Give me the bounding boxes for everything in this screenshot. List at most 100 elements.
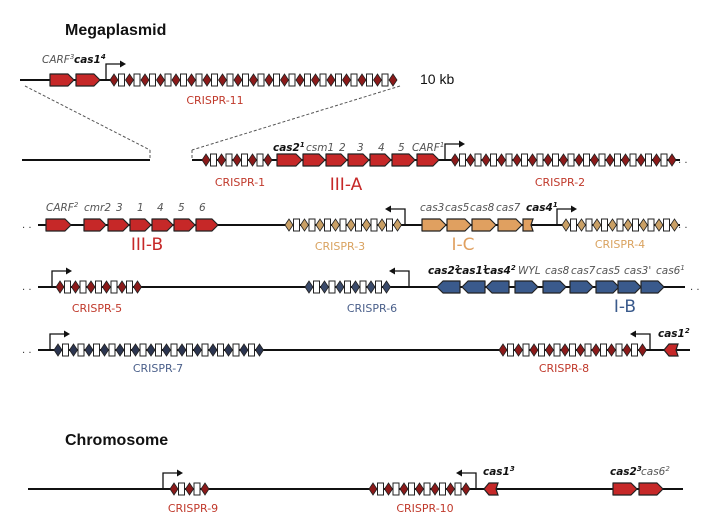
repeat-diamond (670, 218, 679, 232)
repeat-diamond (577, 218, 586, 232)
crispr-9-label: CRISPR-9 (168, 502, 218, 515)
spacer-box (600, 343, 607, 357)
gene-ib-0 (436, 280, 461, 294)
spacer-box (77, 343, 85, 357)
spacer-box (459, 153, 466, 167)
crispr-5-array (55, 280, 142, 294)
repeat-diamond (512, 153, 522, 167)
promoter-crispr-10 (460, 472, 477, 489)
spacer-box (585, 218, 593, 232)
spacer-box (288, 73, 296, 87)
spacer-box (454, 482, 462, 496)
spacer-box (386, 218, 393, 232)
repeat-diamond (263, 153, 273, 167)
spacer-box (313, 280, 320, 294)
gene-iiib-2 (107, 218, 130, 232)
gene-cas6-2 (638, 482, 664, 496)
spacer-box (133, 73, 141, 87)
promoter-arrowhead (389, 267, 395, 275)
repeat-diamond (497, 153, 506, 167)
spacer-box (79, 280, 87, 294)
repeat-diamond (131, 343, 140, 357)
repeat-diamond (100, 343, 109, 357)
repeat-diamond (331, 218, 340, 232)
spacer-box (126, 280, 133, 294)
gene-label-iiib-4: 4 (157, 202, 164, 214)
promoter-crispr-9 (162, 472, 179, 489)
spacer-box (629, 153, 637, 167)
gene-ib-4 (542, 280, 567, 294)
spacer-box (507, 343, 514, 357)
crispr-6-array (304, 280, 391, 294)
repeat-diamond (450, 153, 460, 167)
repeat-diamond (560, 343, 570, 357)
spacer-box (344, 280, 351, 294)
crispr-6-label: CRISPR-6 (347, 302, 397, 315)
spacer-box (663, 218, 670, 232)
repeat-diamond (193, 343, 202, 357)
spacer-box (598, 153, 606, 167)
repeat-diamond (561, 218, 571, 232)
repeat-diamond (55, 280, 65, 294)
gene-superscript: 1 (483, 264, 488, 272)
repeat-diamond (576, 343, 585, 357)
crispr-10-label: CRISPR-10 (396, 502, 453, 515)
repeat-diamond (622, 343, 632, 357)
gene-label-ib-6: cas5 (596, 265, 621, 277)
type-label-iii-a: III-A (330, 175, 363, 195)
spacer-box (570, 218, 577, 232)
spacer-box (615, 343, 623, 357)
gene-label-1: csm1 (306, 142, 334, 154)
promoter-arrowhead (456, 469, 462, 477)
row2-ellipsis-left: . . (22, 220, 32, 231)
gene-label-0: cas21 (273, 141, 305, 154)
crispr-3-array (284, 218, 402, 232)
repeat-diamond (638, 343, 647, 357)
gene-label-cas6-2: cas62 (641, 465, 670, 478)
crispr-7-array (53, 343, 264, 357)
promoter-arrowhead (177, 469, 183, 477)
spacer-box (553, 343, 561, 357)
spacer-box (392, 482, 400, 496)
spacer-box (178, 482, 185, 496)
type-label-i-c: I-C (451, 235, 474, 255)
repeat-diamond (86, 280, 96, 294)
repeat-diamond (607, 343, 616, 357)
spacer-box (95, 280, 102, 294)
repeat-diamond (514, 343, 523, 357)
spacer-box (522, 343, 530, 357)
repeat-diamond (335, 280, 345, 294)
repeat-diamond (481, 153, 491, 167)
repeat-diamond (357, 73, 367, 87)
repeat-diamond (461, 482, 471, 496)
crispr-8-array (498, 343, 647, 357)
repeat-diamond (102, 280, 111, 294)
spacer-box (118, 73, 125, 87)
gene-5 (391, 153, 416, 167)
spacer-box (241, 153, 248, 167)
spacer-box (616, 218, 624, 232)
repeat-diamond (71, 280, 80, 294)
repeat-diamond (187, 73, 196, 87)
spacer-box (474, 153, 482, 167)
crispr-4-array (561, 218, 679, 232)
repeat-diamond (171, 73, 181, 87)
spacer-box (328, 280, 336, 294)
spacer-box (304, 73, 311, 87)
spacer-box (164, 73, 172, 87)
repeat-diamond (208, 343, 218, 357)
gene-label-ic-3: cas7 (496, 202, 521, 214)
gene-label-cas1-3: cas13 (483, 465, 515, 478)
row3-ellipsis-left: . . (22, 282, 32, 293)
gene-label-4: 4 (378, 142, 385, 154)
repeat-diamond (320, 280, 329, 294)
gene-label-cas2-3: cas23 (610, 465, 642, 478)
repeat-diamond (498, 343, 508, 357)
gene-superscript: 1 (440, 141, 444, 149)
spacer-box (225, 153, 233, 167)
spacer-box (186, 343, 193, 357)
gene-label-cas1-2: cas12 (658, 327, 690, 340)
spacer-box (108, 343, 116, 357)
crispr-11-array (109, 73, 398, 87)
